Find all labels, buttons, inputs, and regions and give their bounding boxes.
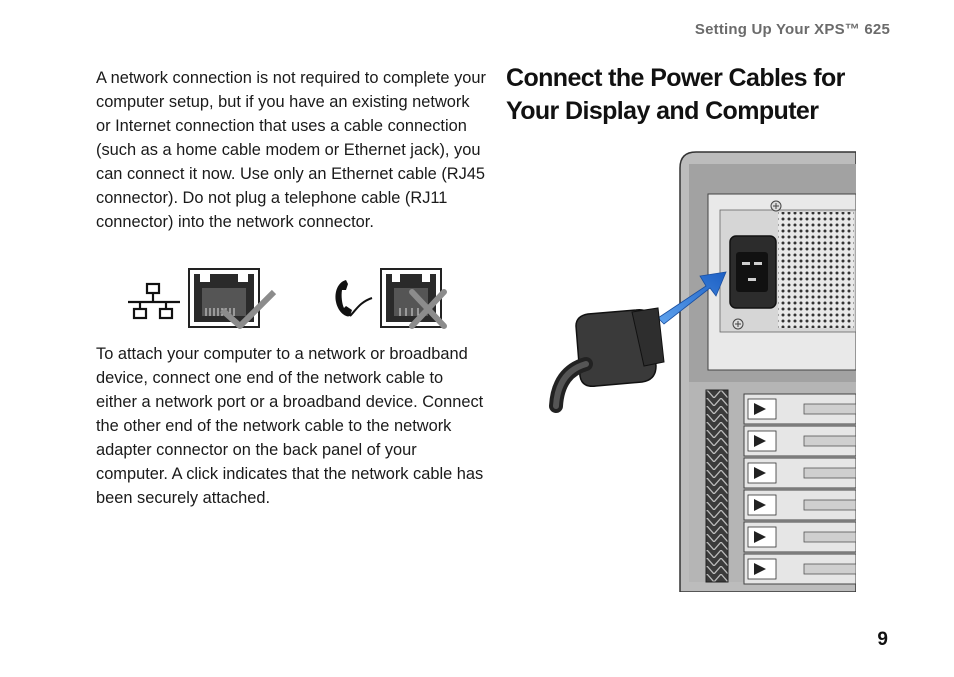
connector-icons-row	[126, 268, 456, 332]
section-title: Connect the Power Cables for Your Displa…	[506, 64, 845, 125]
checkmark-icon	[220, 289, 277, 329]
network-icon	[128, 282, 180, 320]
attach-instructions-paragraph: To attach your computer to a network or …	[96, 345, 484, 507]
network-note-paragraph: A network connection is not required to …	[96, 69, 486, 231]
computer-back-panel-illustration	[549, 151, 856, 592]
running-header: Setting Up Your XPS™ 625	[694, 21, 890, 38]
telephone-icon	[335, 280, 373, 317]
page-number: 9	[877, 629, 888, 650]
cross-icon	[409, 289, 447, 329]
